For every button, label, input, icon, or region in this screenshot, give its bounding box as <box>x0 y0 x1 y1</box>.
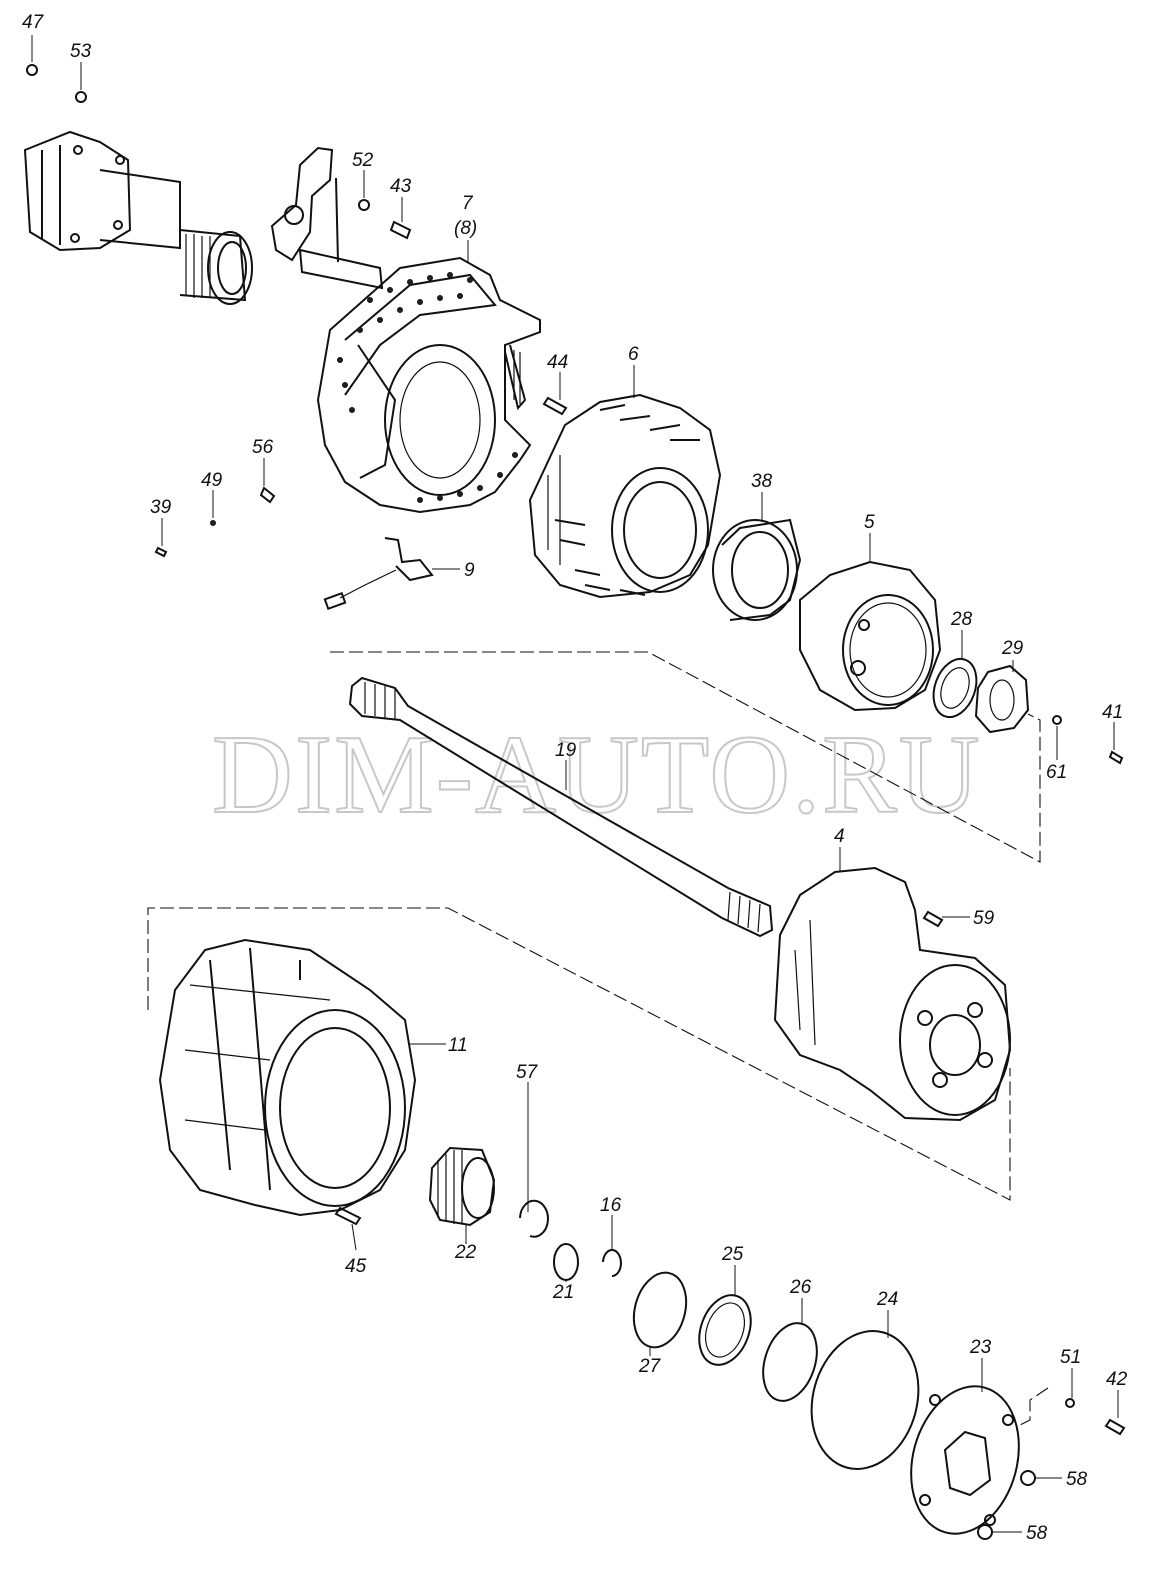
part-61-washer <box>1052 715 1062 725</box>
part-24-gasket <box>810 1330 920 1470</box>
part-29-nut <box>974 664 1030 734</box>
part-19-axle-shaft <box>348 676 774 938</box>
label-16: 16 <box>600 1195 622 1216</box>
label-47: 47 <box>22 12 45 33</box>
label-49: 49 <box>201 470 223 491</box>
label-8: (8) <box>454 218 477 239</box>
part-56-clip <box>259 486 276 504</box>
label-29: 29 <box>1001 638 1024 659</box>
label-38: 38 <box>751 471 773 492</box>
part-27-thrust-washer <box>632 1271 688 1349</box>
part-59-bolt <box>922 910 944 928</box>
label-25: 25 <box>721 1244 744 1265</box>
part-6-hub <box>528 393 722 599</box>
part-11-brake-drum <box>158 938 417 1217</box>
part-44-bolt <box>542 396 568 416</box>
part-38-bearing <box>712 518 802 621</box>
part-21-washer <box>553 1243 579 1281</box>
part-51-washer <box>1065 1398 1075 1408</box>
label-53: 53 <box>70 41 92 62</box>
part-22-coupling <box>428 1146 496 1227</box>
watermark-text: DIM-AUTO.RU <box>212 713 982 837</box>
part-26-plate <box>762 1322 818 1402</box>
label-21: 21 <box>552 1282 574 1303</box>
axle-housing <box>23 130 253 305</box>
label-44: 44 <box>547 352 568 373</box>
part-52-washer <box>358 199 370 211</box>
part-39-screw <box>154 546 168 558</box>
label-23: 23 <box>969 1337 992 1358</box>
brake-camshaft <box>270 146 384 290</box>
label-43: 43 <box>390 176 412 197</box>
label-45: 45 <box>345 1256 367 1277</box>
label-61: 61 <box>1046 762 1067 783</box>
part-49-pin <box>210 520 216 526</box>
label-4: 4 <box>834 826 845 847</box>
label-57: 57 <box>516 1062 539 1083</box>
part-16-snap-ring <box>602 1249 622 1277</box>
label-58-bottom: 58 <box>1026 1523 1048 1544</box>
label-42: 42 <box>1106 1369 1128 1390</box>
label-27: 27 <box>638 1356 662 1377</box>
part-labels: 47 53 52 43 7 (8) 44 6 56 49 39 9 38 5 2… <box>22 12 1128 1544</box>
part-28-lock-washer <box>932 657 978 719</box>
brake-shoe-assembly <box>316 256 541 514</box>
label-6: 6 <box>628 344 639 365</box>
label-24: 24 <box>876 1289 898 1310</box>
label-28: 28 <box>950 609 973 630</box>
leader-lines <box>31 35 1119 1533</box>
label-41: 41 <box>1102 702 1123 723</box>
part-4-hub <box>773 866 1012 1122</box>
part-41-bolt <box>1108 750 1124 765</box>
part-5-ring-gear <box>799 560 942 712</box>
label-19: 19 <box>555 740 577 761</box>
label-51: 51 <box>1060 1347 1081 1368</box>
part-9-sensor <box>323 537 434 611</box>
part-58-nut-2 <box>977 1524 993 1540</box>
part-25-lock-ring <box>698 1294 752 1366</box>
assembly-lines <box>147 651 1049 1427</box>
part-57-snap-ring <box>519 1199 549 1238</box>
label-58-top: 58 <box>1066 1469 1088 1490</box>
part-23-cover <box>910 1385 1020 1535</box>
label-59: 59 <box>973 908 995 929</box>
label-22: 22 <box>454 1242 477 1263</box>
part-45-bolt <box>334 1206 362 1226</box>
label-7: 7 <box>462 193 474 214</box>
label-5: 5 <box>864 512 875 533</box>
label-39: 39 <box>150 497 172 518</box>
label-11: 11 <box>448 1035 468 1056</box>
part-47-nut <box>26 64 38 76</box>
label-52: 52 <box>352 150 374 171</box>
label-9: 9 <box>464 560 475 581</box>
label-56: 56 <box>252 437 274 458</box>
label-26: 26 <box>789 1277 812 1298</box>
part-53-nut <box>75 91 87 103</box>
part-58-nut-1 <box>1020 1470 1036 1486</box>
part-42-bolt <box>1104 1418 1126 1436</box>
part-43-bolt <box>389 220 412 240</box>
